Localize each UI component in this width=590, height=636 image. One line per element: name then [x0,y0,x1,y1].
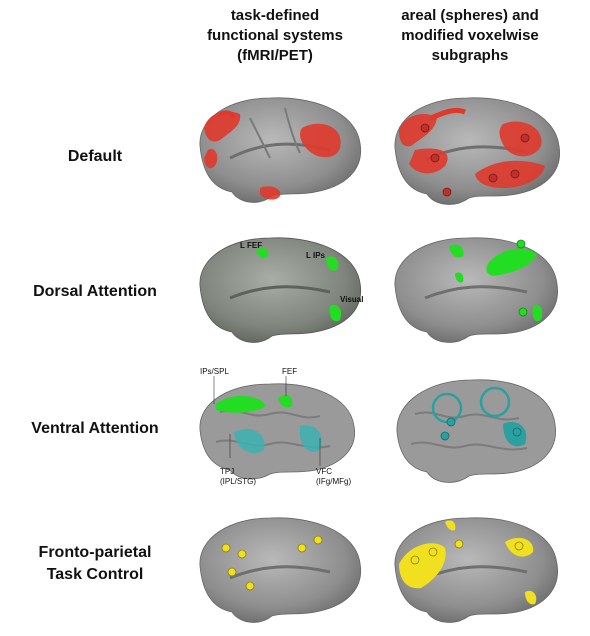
brain-dorsal-task: L FEF L IPs Visual [199,237,363,343]
header-line: areal (spheres) and [401,7,539,24]
annotation-fef: FEF [282,367,297,376]
dorsal-region [329,304,342,322]
sphere-node [430,153,440,163]
sphere-node [237,549,247,559]
dorsal-region [326,256,339,271]
default-region [409,148,448,174]
brain-default-areal [394,97,560,205]
sphere-node [512,427,522,437]
sphere-node [428,547,438,557]
default-region [204,148,218,169]
default-region [216,110,236,119]
brain-frontoparietal-task [199,517,362,623]
dorsal-region [455,272,464,283]
ventral-dorsal-region [216,395,266,413]
row-label-text: Fronto-parietal [38,544,152,561]
sphere-node [446,417,456,427]
sphere-node [442,187,452,197]
header-line: modified voxelwise [401,27,539,44]
sphere-node [488,173,498,183]
header-line: functional systems [207,27,343,44]
sphere-node [454,539,464,549]
header-line: (fMRI/PET) [237,47,313,64]
brain-sulcus [424,285,528,300]
ventral-dorsal-region [278,395,293,408]
sphere-node [440,431,450,441]
brain-outline [396,379,557,483]
sphere-node [221,543,231,553]
default-region [260,186,281,200]
row-label-dorsal-attention: Dorsal Attention [0,281,190,303]
row-label-text: Default [67,148,123,165]
ventral-region [299,425,322,452]
annotation-ips-spl: IPs/SPL [200,367,229,376]
annotation-visual: Visual [340,295,363,304]
header-task-defined: task-defined functional systems (fMRI/PE… [180,6,370,66]
default-region [430,107,466,121]
dorsal-region [449,244,464,258]
sphere-node [420,123,430,133]
brain-default-task [199,97,362,203]
brain-sulcus [414,411,520,421]
brain-sulcus [410,441,528,451]
row-label-default: Default [0,146,190,168]
annotation-vfc-sub: (IFg/MFg) [316,477,351,486]
brain-sulcus [229,565,331,580]
dorsal-region [532,304,543,322]
brain-sulcus [229,285,331,300]
brain-outline [199,517,362,623]
annotation-lips: L IPs [306,251,326,260]
row-label-fronto-parietal: Fronto-parietal Task Control [0,542,190,586]
brain-sulcus [284,107,301,154]
sphere-node [516,239,526,249]
sphere-node [410,555,420,565]
brain-frontoparietal-areal [394,517,559,623]
frontoparietal-region [445,520,456,531]
row-label-text: Task Control [46,566,144,583]
sphere-node [297,543,307,553]
annotation-lfef: L FEF [240,241,262,250]
brain-ventral-task: IPs/SPL FEF TPJ (IPL/STG) VFC (IFg/MFg) [199,367,356,486]
brain-sulcus [249,117,271,159]
row-label-text: Dorsal Attention [33,283,157,300]
default-region [499,121,542,157]
ventral-region [234,428,265,454]
frontoparietal-region [525,590,537,605]
sphere-node [514,541,524,551]
header-line: task-defined [230,7,320,24]
annotation-vfc: VFC [316,467,332,476]
annotation-tpj-sub: (IPL/STG) [220,477,256,486]
sphere-node [227,567,237,577]
dorsal-region [256,248,269,258]
brain-outline [199,383,356,480]
default-region [399,114,437,147]
default-region [204,111,241,142]
sphere-node [510,169,520,179]
default-region [300,123,341,158]
brain-ventral-areal [396,379,557,483]
ventral-sphere-ring [479,386,511,418]
sphere-node [313,535,323,545]
dorsal-region [486,248,537,276]
brain-dorsal-areal [394,237,559,343]
row-label-text: Ventral Attention [31,420,159,437]
sphere-node [245,581,255,591]
sphere-node [520,133,530,143]
brain-outline [199,237,362,343]
sphere-node [518,307,528,317]
row-label-ventral-attention: Ventral Attention [0,418,190,440]
header-areal-subgraphs: areal (spheres) and modified voxelwise s… [375,6,565,66]
annotation-tpj: TPJ [220,467,234,476]
header-line: subgraphs [431,47,509,64]
